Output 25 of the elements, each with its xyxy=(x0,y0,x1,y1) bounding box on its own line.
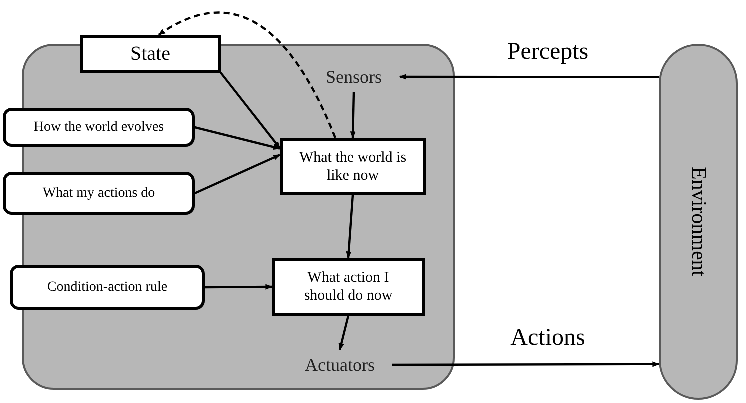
node-text: State xyxy=(130,45,172,63)
arrow xyxy=(392,362,660,368)
arrow xyxy=(350,92,356,139)
environment-label: Environment xyxy=(686,167,712,277)
arrow xyxy=(346,194,354,259)
arrow xyxy=(205,284,273,290)
node-text: What action I should do now xyxy=(303,269,394,305)
arrow xyxy=(338,316,350,351)
process-box xyxy=(80,35,221,73)
knowledge-box xyxy=(10,265,205,310)
dashed-arrow xyxy=(158,12,336,138)
arrow xyxy=(194,154,281,194)
node-text: How the world evolves xyxy=(32,119,166,137)
knowledge-box xyxy=(3,108,195,147)
arrow xyxy=(220,72,281,149)
node-text: Condition-action rule xyxy=(46,279,169,297)
node-text: What my actions do xyxy=(42,185,156,203)
node-text: Actuators xyxy=(304,354,376,376)
arrow xyxy=(194,126,281,150)
node-text: Sensors xyxy=(324,66,383,88)
knowledge-box xyxy=(3,172,195,215)
node-text: What the world is like now xyxy=(298,148,408,184)
process-box xyxy=(280,138,426,195)
arrow xyxy=(399,74,659,80)
process-box xyxy=(272,258,425,316)
